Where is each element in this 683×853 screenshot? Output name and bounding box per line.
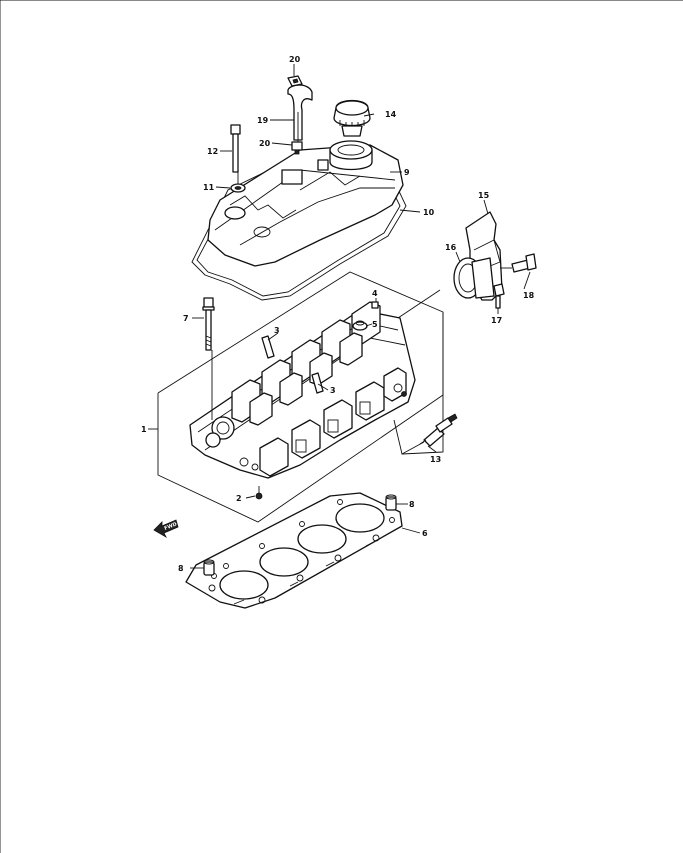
callout-7: 7 bbox=[183, 314, 189, 323]
callout-19: 19 bbox=[257, 116, 269, 125]
part-20-hose-clamps bbox=[287, 75, 303, 155]
callout-8-right: 8 bbox=[409, 500, 415, 509]
callout-20-top: 20 bbox=[289, 55, 301, 64]
part-3-dowel-pins bbox=[261, 335, 324, 394]
callout-leaders bbox=[148, 64, 531, 569]
callout-5: 5 bbox=[372, 320, 378, 329]
assembly-lines bbox=[211, 112, 512, 455]
part-7-head-bolt bbox=[202, 297, 215, 351]
callout-4: 4 bbox=[372, 289, 378, 298]
part-2-plug bbox=[255, 486, 263, 500]
callout-20-bottom: 20 bbox=[259, 139, 271, 148]
front-arrow-label: FWD bbox=[164, 521, 178, 531]
callout-8-left: 8 bbox=[178, 564, 184, 573]
callout-3-lower: 3 bbox=[330, 386, 336, 395]
front-direction-arrow: FWD bbox=[153, 519, 179, 539]
callout-1: 1 bbox=[141, 425, 147, 434]
callout-15: 15 bbox=[478, 191, 490, 200]
callout-11: 11 bbox=[203, 183, 215, 192]
part-12-cover-bolt bbox=[230, 124, 241, 173]
callout-18: 18 bbox=[523, 291, 535, 300]
callout-17: 17 bbox=[491, 316, 502, 325]
part-14-oil-filler-cap bbox=[333, 99, 371, 137]
callout-10: 10 bbox=[423, 208, 435, 217]
callout-14: 14 bbox=[385, 110, 397, 119]
callout-6: 6 bbox=[422, 529, 428, 538]
part-13-spark-plug bbox=[419, 413, 458, 447]
callout-12: 12 bbox=[207, 147, 218, 156]
part-16-o-ring bbox=[453, 257, 495, 299]
cylinder-head-frame bbox=[157, 271, 444, 523]
callout-labels: 20 14 19 20 12 11 9 10 15 16 18 17 7 3 3… bbox=[141, 55, 535, 573]
part-19-pcv-hose bbox=[287, 84, 313, 141]
callout-13: 13 bbox=[430, 455, 441, 464]
part-18-bolt bbox=[511, 253, 537, 273]
part-17-bolt bbox=[493, 283, 505, 309]
part-8-dowels bbox=[203, 494, 397, 576]
callout-16: 16 bbox=[445, 243, 457, 252]
callout-9: 9 bbox=[404, 168, 410, 177]
ports bbox=[259, 367, 407, 477]
callout-2: 2 bbox=[236, 494, 242, 503]
part-11-seal-washer bbox=[230, 183, 246, 193]
part-9-valve-cover bbox=[207, 140, 404, 267]
cylinder-head bbox=[189, 301, 416, 479]
part-6-head-gasket bbox=[185, 492, 403, 609]
cam-bore-left bbox=[211, 416, 235, 440]
callout-3-upper: 3 bbox=[274, 326, 280, 335]
